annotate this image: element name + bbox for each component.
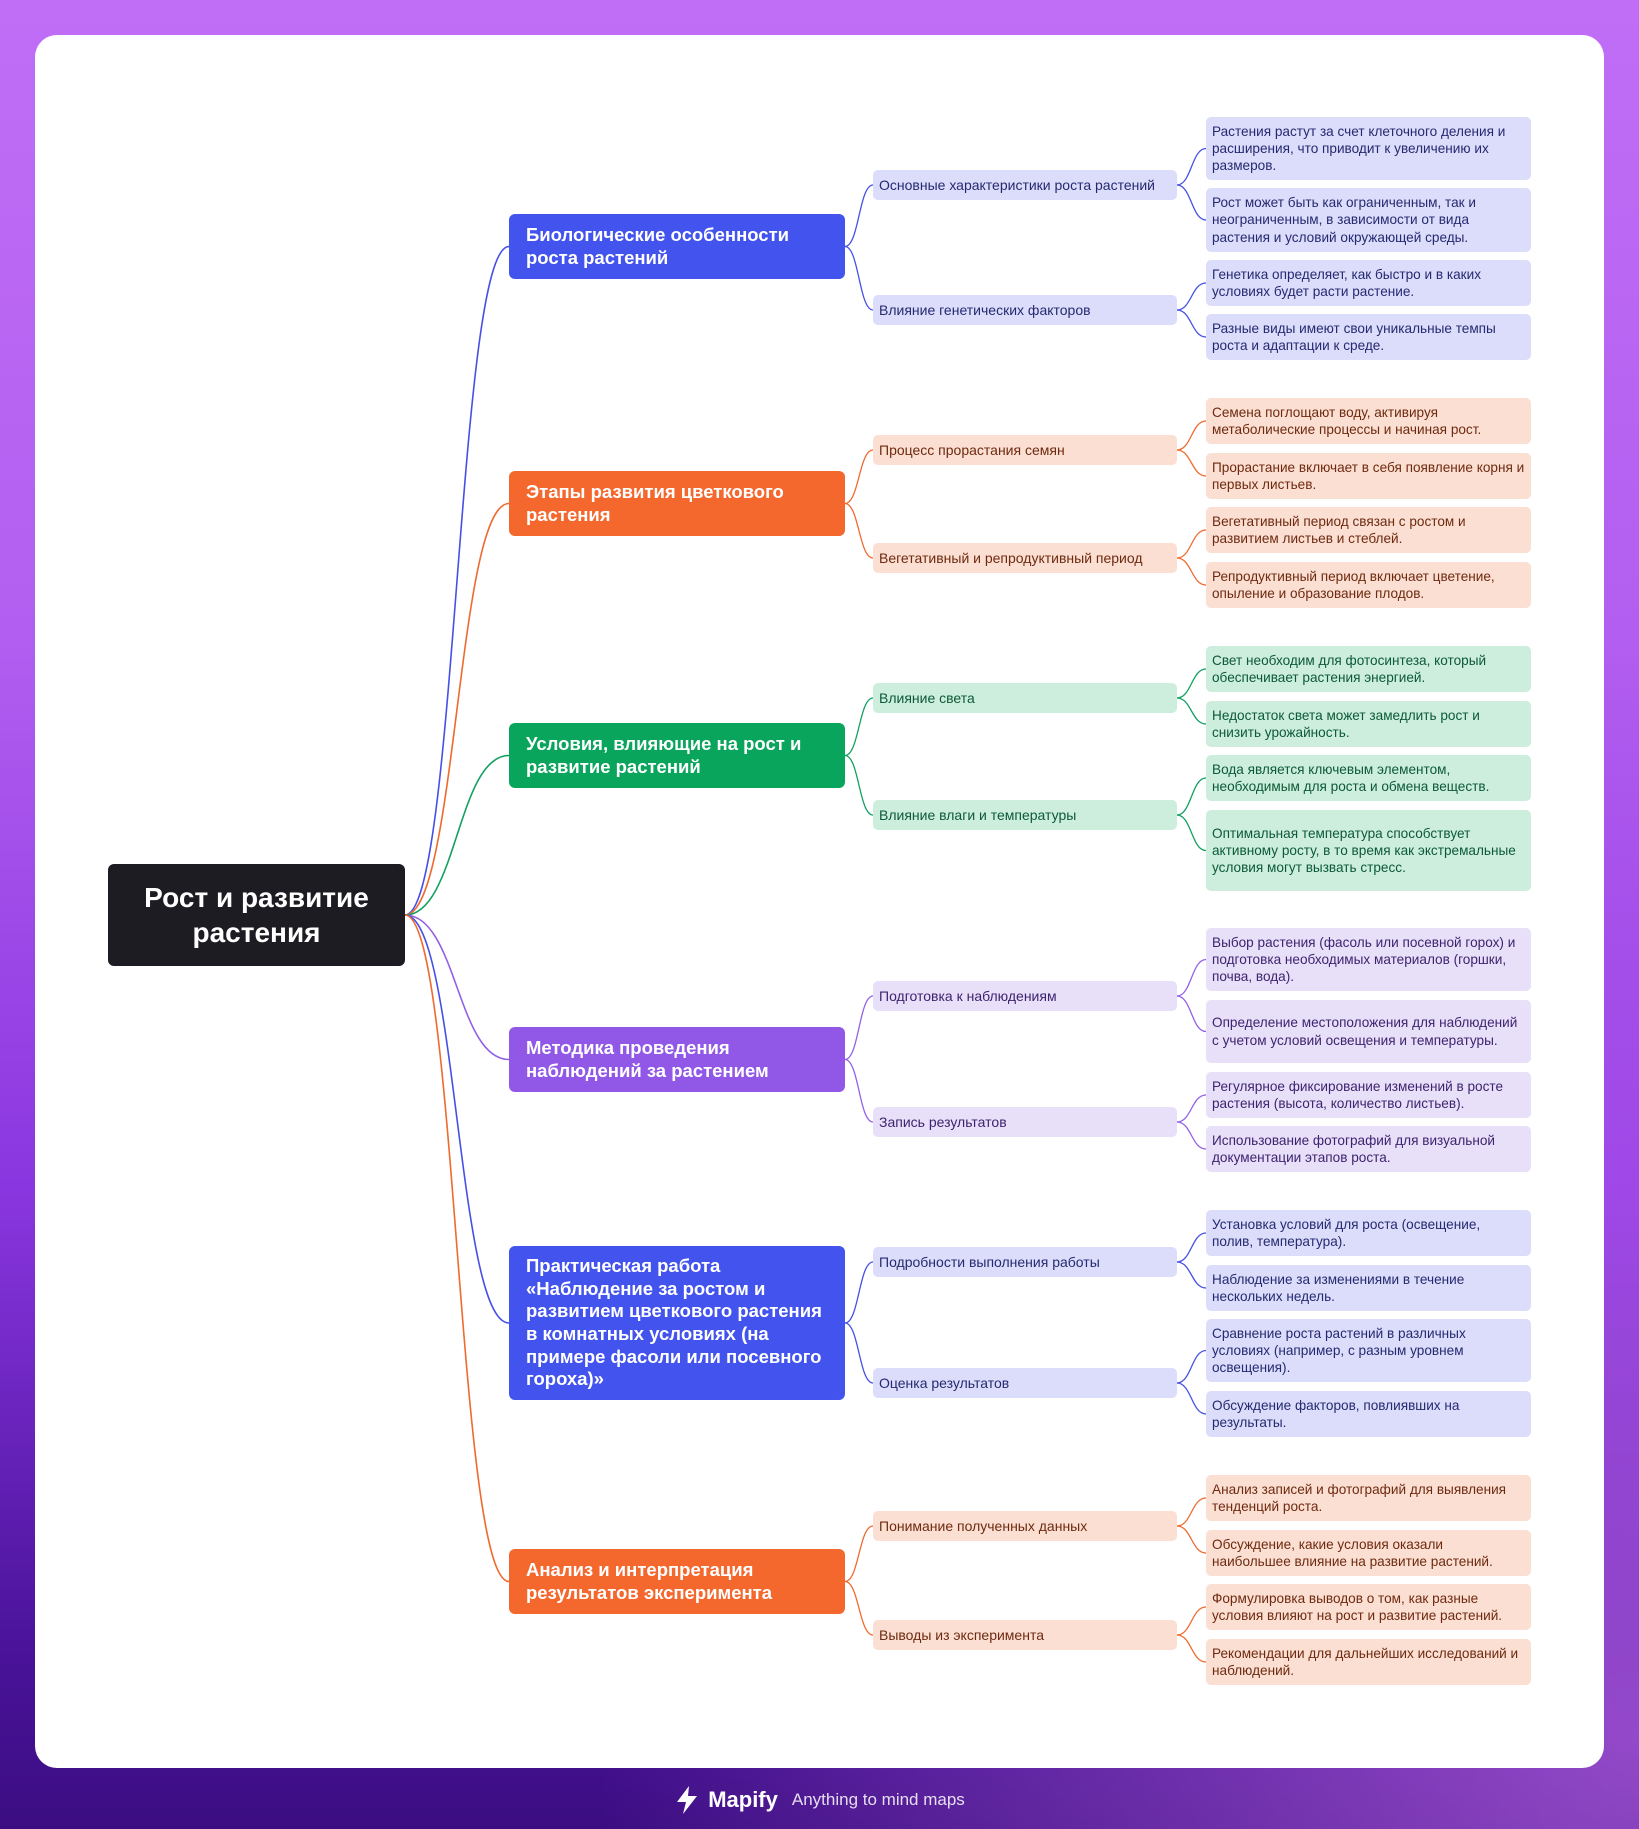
connector-lines <box>404 147 1207 1663</box>
subtopic-node[interactable]: Выводы из эксперимента <box>873 1620 1177 1650</box>
connector-line <box>844 502 874 559</box>
connector-line <box>844 245 874 311</box>
leaf-node[interactable]: Оптимальная температура способствует акт… <box>1206 810 1531 891</box>
subtopic-node[interactable]: Подготовка к наблюдениям <box>873 981 1177 1011</box>
connector-line <box>1176 529 1207 559</box>
subtopic-node[interactable]: Влияние влаги и температуры <box>873 800 1177 830</box>
connector-line <box>1176 1261 1207 1289</box>
leaf-node[interactable]: Рост может быть как ограниченным, так и … <box>1206 188 1531 252</box>
connector-line <box>1176 1634 1207 1663</box>
topic-node[interactable]: Методика проведения наблюдений за растен… <box>509 1027 845 1092</box>
subtopic-node[interactable]: Влияние света <box>873 683 1177 713</box>
leaf-node[interactable]: Рекомендации для дальнейших исследований… <box>1206 1639 1531 1685</box>
brand-tagline: Anything to mind maps <box>791 1790 965 1809</box>
connector-line <box>1176 697 1207 725</box>
subtopic-node[interactable]: Подробности выполнения работы <box>873 1247 1177 1277</box>
connector-line <box>844 754 874 816</box>
leaf-node[interactable]: Сравнение роста растений в различных усл… <box>1206 1319 1531 1382</box>
brand-name[interactable]: Mapify <box>708 1787 778 1812</box>
topic-node[interactable]: Анализ и интерпретация результатов экспе… <box>509 1549 845 1614</box>
leaf-node[interactable]: Недостаток света может замедлить рост и … <box>1206 701 1531 747</box>
leaf-node[interactable]: Прорастание включает в себя появление ко… <box>1206 453 1531 499</box>
connector-line <box>1176 777 1207 816</box>
leaf-node[interactable]: Генетика определяет, как быстро и в каки… <box>1206 260 1531 306</box>
leaf-node[interactable]: Наблюдение за изменениями в течение неск… <box>1206 1265 1531 1311</box>
connector-line <box>404 914 510 1061</box>
connector-line <box>844 1322 874 1384</box>
subtopic-node[interactable]: Запись результатов <box>873 1107 1177 1137</box>
subtopic-node[interactable]: Основные характеристики роста растений <box>873 170 1177 200</box>
connector-line <box>844 449 874 505</box>
connector-line <box>1176 1094 1207 1123</box>
connector-line <box>404 914 510 1324</box>
leaf-node[interactable]: Растения растут за счет клеточного делен… <box>1206 117 1531 180</box>
connector-line <box>404 754 510 916</box>
connector-line <box>1176 309 1207 338</box>
subtopic-node[interactable]: Понимание полученных данных <box>873 1511 1177 1541</box>
subtopic-node[interactable]: Процесс прорастания семян <box>873 435 1177 465</box>
connector-line <box>1176 1382 1207 1415</box>
connector-line <box>844 1058 874 1123</box>
connector-line <box>1176 449 1207 477</box>
connector-line <box>1176 995 1207 1033</box>
topic-node[interactable]: Практическая работа «Наблюдение за росто… <box>509 1246 845 1400</box>
connector-line <box>404 502 510 916</box>
branding-footer: Mapify Anything to mind maps <box>0 1782 1639 1818</box>
connector-line <box>404 914 510 1583</box>
subtopic-node[interactable]: Вегетативный и репродуктивный период <box>873 543 1177 573</box>
connector-line <box>1176 282 1207 311</box>
leaf-node[interactable]: Регулярное фиксирование изменений в рост… <box>1206 1072 1531 1118</box>
connector-line <box>404 245 510 916</box>
connector-line <box>844 697 874 757</box>
connector-line <box>1176 184 1207 221</box>
leaf-node[interactable]: Репродуктивный период включает цветение,… <box>1206 562 1531 608</box>
connector-line <box>844 1261 874 1324</box>
mind-map-canvas: Рост и развитие растения Биологические о… <box>35 35 1604 1768</box>
connector-line <box>1176 1497 1207 1527</box>
topic-node[interactable]: Условия, влияющие на рост и развитие рас… <box>509 723 845 788</box>
leaf-node[interactable]: Обсуждение факторов, повлиявших на резул… <box>1206 1391 1531 1437</box>
connector-line <box>1176 1525 1207 1554</box>
subtopic-node[interactable]: Влияние генетических факторов <box>873 295 1177 325</box>
subtopic-node[interactable]: Оценка результатов <box>873 1368 1177 1398</box>
connector-line <box>1176 420 1207 451</box>
leaf-node[interactable]: Выбор растения (фасоль или посевной горо… <box>1206 928 1531 991</box>
leaf-node[interactable]: Вода является ключевым элементом, необхо… <box>1206 755 1531 801</box>
connector-line <box>1176 668 1207 699</box>
connector-line <box>1176 557 1207 586</box>
topic-node[interactable]: Этапы развития цветкового растения <box>509 471 845 536</box>
leaf-node[interactable]: Установка условий для роста (освещение, … <box>1206 1210 1531 1256</box>
leaf-node[interactable]: Свет необходим для фотосинтеза, который … <box>1206 646 1531 692</box>
leaf-node[interactable]: Формулировка выводов о том, как разные у… <box>1206 1584 1531 1630</box>
leaf-node[interactable]: Разные виды имеют свои уникальные темпы … <box>1206 314 1531 360</box>
connector-line <box>844 1525 874 1583</box>
connector-line <box>844 184 874 248</box>
connector-line <box>844 1580 874 1636</box>
connector-line <box>1176 1349 1207 1384</box>
topic-node[interactable]: Биологические особенности роста растений <box>509 214 845 279</box>
leaf-node[interactable]: Семена поглощают воду, активируя метабол… <box>1206 398 1531 444</box>
connector-line <box>1176 147 1207 186</box>
connector-line <box>1176 1232 1207 1263</box>
root-node[interactable]: Рост и развитие растения <box>108 864 405 966</box>
connector-line <box>844 995 874 1061</box>
lightning-bolt-icon <box>677 1786 698 1814</box>
connector-line <box>1176 1606 1207 1636</box>
leaf-node[interactable]: Анализ записей и фотографий для выявлени… <box>1206 1475 1531 1521</box>
connector-line <box>1176 958 1207 997</box>
leaf-node[interactable]: Обсуждение, какие условия оказали наибол… <box>1206 1530 1531 1576</box>
connector-line <box>1176 814 1207 852</box>
leaf-node[interactable]: Определение местоположения для наблюдени… <box>1206 1000 1531 1063</box>
leaf-node[interactable]: Вегетативный период связан с ростом и ра… <box>1206 507 1531 553</box>
leaf-node[interactable]: Использование фотографий для визуальной … <box>1206 1126 1531 1172</box>
connector-line <box>1176 1121 1207 1150</box>
